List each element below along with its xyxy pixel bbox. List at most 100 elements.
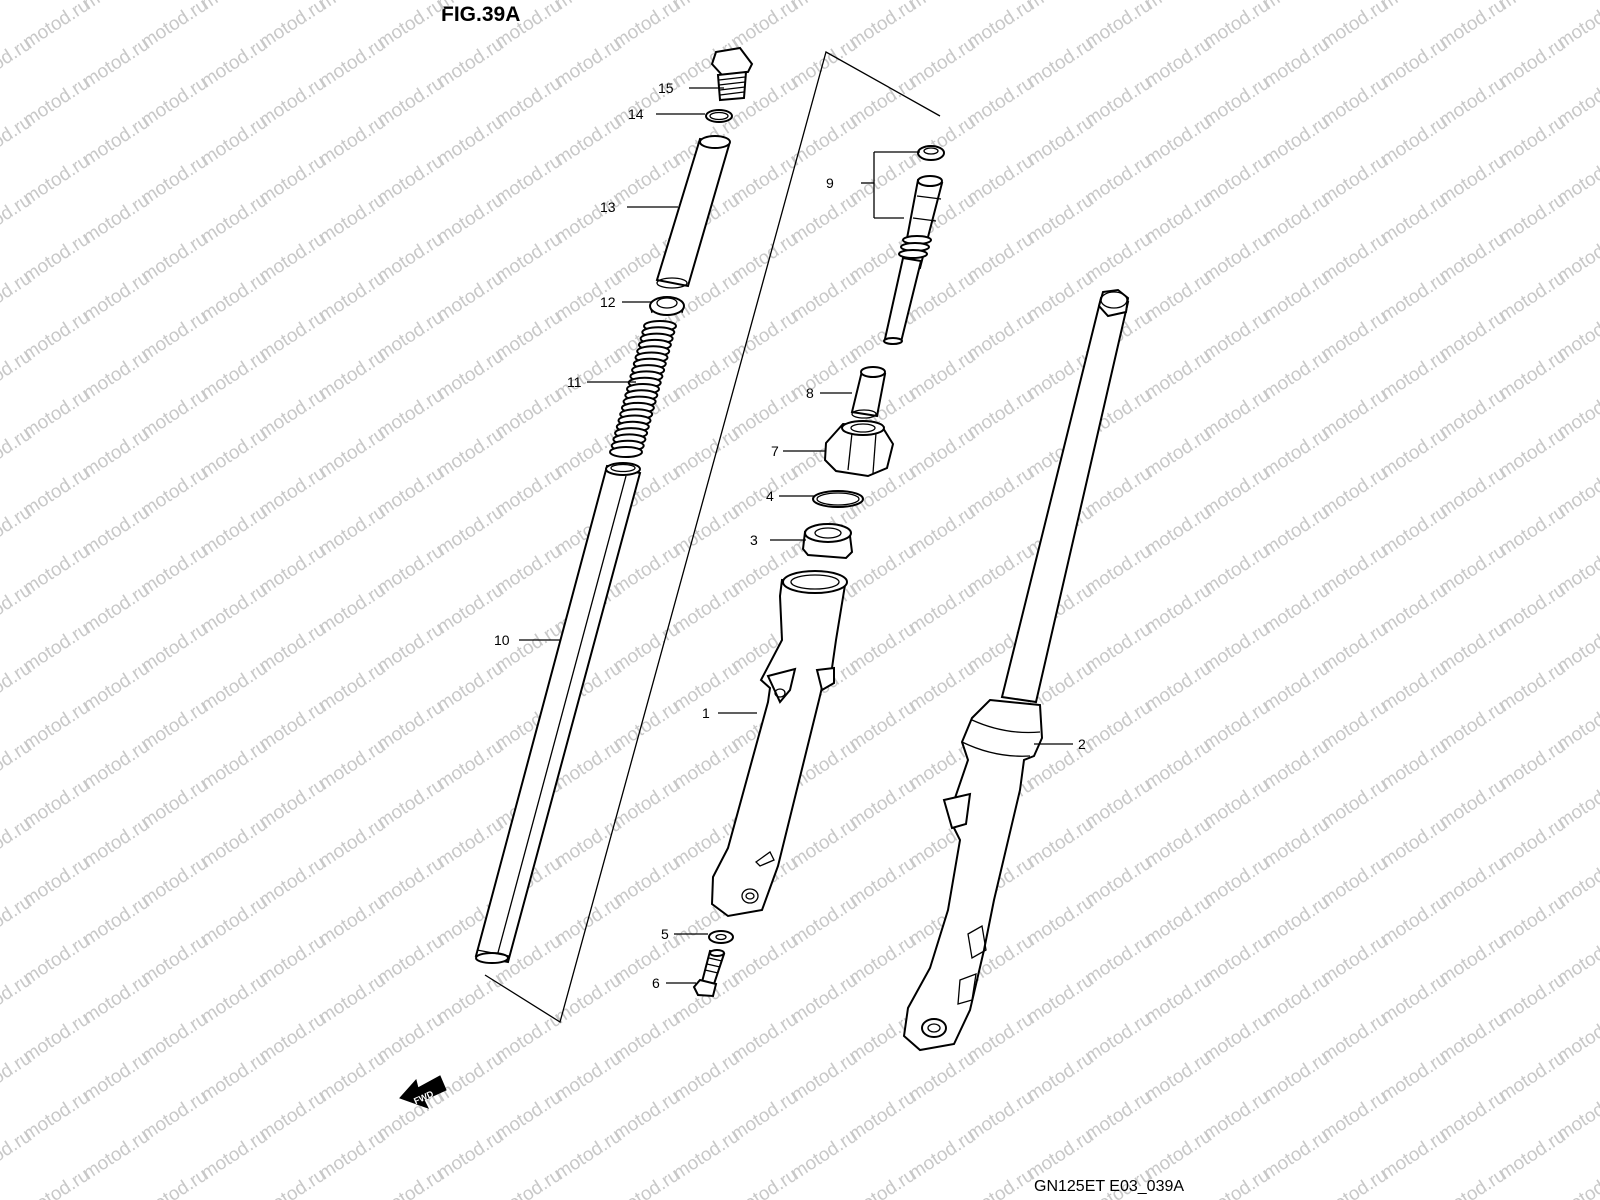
watermark-text: motod.ru bbox=[669, 424, 743, 482]
watermark-text: motod.ru bbox=[315, 658, 389, 716]
watermark-text: motod.ru bbox=[1141, 580, 1215, 638]
part-14-o-ring bbox=[705, 109, 733, 123]
watermark-text: motod.ru bbox=[433, 736, 507, 794]
watermark-text: motod.ru bbox=[787, 814, 861, 872]
callout-6: 6 bbox=[652, 975, 660, 991]
watermark-text: motod.ru bbox=[79, 658, 153, 716]
watermark-text: motod.ru bbox=[787, 970, 861, 1028]
watermark-text: motod.ru bbox=[551, 346, 625, 404]
watermark-text: motod.ru bbox=[905, 346, 979, 404]
watermark-text: motod.ru bbox=[1317, 1165, 1391, 1200]
part-4-stopper-ring bbox=[812, 490, 864, 508]
watermark-text: motod.ru bbox=[433, 1048, 507, 1106]
leader-lines bbox=[519, 87, 1073, 984]
watermark-text: motod.ru bbox=[373, 1165, 447, 1200]
watermark-text: motod.ru bbox=[1435, 1165, 1509, 1200]
watermark-text: motod.ru bbox=[1377, 112, 1451, 170]
watermark-text: motod.ru bbox=[315, 892, 389, 950]
watermark-text: motod.ru bbox=[79, 190, 153, 248]
watermark-text: motod.ru bbox=[79, 112, 153, 170]
watermark-text: motod.ru bbox=[1141, 346, 1215, 404]
watermark-text: motod.ru bbox=[1259, 814, 1333, 872]
part-6-bolt bbox=[692, 949, 726, 998]
part-3-oil-seal bbox=[801, 523, 854, 560]
watermark-text: motod.ru bbox=[315, 970, 389, 1028]
watermark-text: motod.ru bbox=[79, 970, 153, 1028]
watermark-text: motod.ru bbox=[197, 736, 271, 794]
watermark-text: motod.ru bbox=[197, 268, 271, 326]
watermark-text: motod.ru bbox=[79, 1048, 153, 1106]
watermark-text: motod.ru bbox=[1495, 814, 1569, 872]
watermark-text: motod.ru bbox=[1141, 1048, 1215, 1106]
watermark-text: motod.ru bbox=[1377, 424, 1451, 482]
watermark-text: motod.ru bbox=[1141, 112, 1215, 170]
watermark-text: motod.ru bbox=[197, 424, 271, 482]
watermark-text: motod.ru bbox=[1141, 502, 1215, 560]
watermark-text: motod.ru bbox=[1023, 970, 1097, 1028]
watermark-text: motod.ru bbox=[787, 346, 861, 404]
watermark-text: motod.ru bbox=[1495, 268, 1569, 326]
watermark-text: motod.ru bbox=[1377, 814, 1451, 872]
callout-11: 11 bbox=[567, 374, 582, 390]
watermark-text: motod.ru bbox=[1377, 580, 1451, 638]
watermark-text: motod.ru bbox=[1141, 892, 1215, 950]
watermark-text: motod.ru bbox=[1377, 736, 1451, 794]
watermark-text: motod.ru bbox=[905, 112, 979, 170]
part-5-gasket bbox=[708, 930, 734, 944]
watermark-text: motod.ru bbox=[1141, 814, 1215, 872]
watermark-text: motod.ru bbox=[787, 112, 861, 170]
watermark-text: motod.ru bbox=[1259, 424, 1333, 482]
figure-title: FIG.39A bbox=[441, 3, 521, 26]
watermark-text: motod.ru bbox=[1259, 658, 1333, 716]
watermark-text: motod.ru bbox=[1141, 190, 1215, 248]
part-11-spring bbox=[609, 320, 677, 458]
callout-9: 9 bbox=[826, 175, 834, 191]
watermark-text: motod.ru bbox=[669, 502, 743, 560]
watermark-text: motod.ru bbox=[1141, 34, 1215, 92]
watermark-text: motod.ru bbox=[433, 580, 507, 638]
watermark-text: motod.ru bbox=[0, 0, 36, 14]
watermark-text: motod.ru bbox=[197, 190, 271, 248]
watermark-text: motod.ru bbox=[1495, 892, 1569, 950]
explode-boundary bbox=[484, 51, 941, 1024]
watermark-text: motod.ru bbox=[1259, 1126, 1333, 1184]
watermark-text: motod.ru bbox=[551, 970, 625, 1028]
watermark-text: motod.ru bbox=[787, 892, 861, 950]
watermark-text: motod.ru bbox=[433, 658, 507, 716]
callout-labels: 15 14 13 12 11 10 9 8 7 4 3 1 2 5 6 bbox=[494, 80, 1086, 991]
watermark-text: motod.ru bbox=[787, 1048, 861, 1106]
watermark-text: motod.ru bbox=[315, 502, 389, 560]
watermark-text: motod.ru bbox=[79, 814, 153, 872]
callout-8: 8 bbox=[806, 385, 814, 401]
watermark-text: motod.ru bbox=[1495, 970, 1569, 1028]
callout-13: 13 bbox=[600, 199, 616, 215]
watermark-text: motod.ru bbox=[1023, 190, 1097, 248]
watermark-text: motod.ru bbox=[1259, 736, 1333, 794]
watermark-text: motod.ru bbox=[197, 580, 271, 638]
callout-1: 1 bbox=[702, 705, 710, 721]
watermark-text: motod.ru bbox=[79, 424, 153, 482]
part-10-inner-tube bbox=[474, 462, 642, 964]
watermark-text: motod.ru bbox=[19, 1165, 93, 1200]
watermark-text: motod.ru bbox=[1141, 970, 1215, 1028]
watermark-text: motod.ru bbox=[79, 34, 153, 92]
watermark-text: motod.ru bbox=[1259, 580, 1333, 638]
watermark-text: motod.ru bbox=[315, 1048, 389, 1106]
watermark-text: motod.ru bbox=[197, 502, 271, 560]
callout-5: 5 bbox=[661, 926, 669, 942]
watermark-text: motod.ru bbox=[551, 34, 625, 92]
watermark-text: motod.ru bbox=[1259, 1048, 1333, 1106]
watermark-text: motod.ru bbox=[197, 112, 271, 170]
watermark-text: motod.ru bbox=[1495, 502, 1569, 560]
watermark-text: motod.ru bbox=[1377, 1048, 1451, 1106]
watermark-text: motod.ru bbox=[669, 736, 743, 794]
drawing-code: GN125ET E03_039A bbox=[1034, 1178, 1185, 1195]
part-12-seat bbox=[649, 296, 685, 316]
watermark-text: motod.ru bbox=[1141, 424, 1215, 482]
watermark-text: motod.ru bbox=[315, 34, 389, 92]
watermark-text: motod.ru bbox=[315, 580, 389, 638]
watermark-text: motod.ru bbox=[1377, 892, 1451, 950]
watermark-text: motod.ru bbox=[551, 112, 625, 170]
watermark-text: motod.ru bbox=[845, 1165, 919, 1200]
